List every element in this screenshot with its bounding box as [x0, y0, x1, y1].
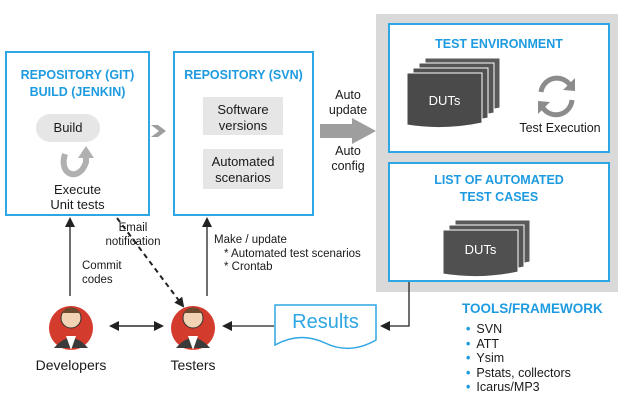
testers-label: Testers — [170, 357, 216, 373]
test-environment-title: TEST ENVIRONMENT — [435, 37, 563, 51]
test-cases-stack-icon — [442, 219, 531, 278]
repository-git-title: REPOSITORY (GIT) BUILD (JENKIN) — [5, 67, 150, 101]
duts-stack-icon — [406, 57, 501, 129]
make-update-line2: * Automated test scenarios — [224, 247, 361, 260]
results-label: Results — [292, 311, 359, 333]
auto-update-arrow-icon — [320, 118, 376, 144]
test-cases-title-line1: LIST OF AUTOMATED — [434, 173, 564, 187]
email-notification-arrow — [116, 217, 185, 308]
chevron-arrow-icon — [151, 125, 166, 137]
repository-svn-title: REPOSITORY (SVN) — [184, 68, 303, 82]
test-cases-title-line2: TEST CASES — [459, 190, 539, 204]
email-line2: notification — [105, 235, 161, 248]
repository-git-title-line1: REPOSITORY (GIT) — [20, 68, 135, 82]
commit-line2: codes — [82, 273, 113, 286]
software-versions-box: Software versions — [203, 97, 283, 135]
execute-unit-tests: Execute Unit tests — [5, 182, 150, 212]
build-label: Build — [53, 120, 83, 135]
execute-line2: Unit tests — [50, 197, 105, 212]
email-line1: Email — [118, 222, 148, 234]
test-cases-duts-label: DUTs — [464, 242, 497, 257]
test-execution-cycle-icon — [538, 75, 575, 118]
automated-scenarios-box: Automated scenarios — [203, 149, 283, 189]
automated-line1: Automated — [211, 154, 275, 169]
tester-avatar-icon — [171, 306, 215, 350]
tools-list: SVN ATT Ysim Pstats, collectors Icarus/M… — [466, 322, 616, 395]
auto-update-label: Auto update — [318, 88, 378, 118]
build-node: Build — [36, 114, 100, 142]
execute-line1: Execute — [54, 182, 101, 197]
tools-item-ysim: Ysim — [466, 351, 616, 366]
tools-item-icarus: Icarus/MP3 — [466, 380, 616, 395]
commit-codes-label: Commit codes — [82, 260, 142, 287]
developers-label: Developers — [35, 357, 107, 373]
results-connector-line — [380, 282, 410, 331]
make-update-line3: * Crontab — [224, 261, 273, 273]
tools-item-pstats: Pstats, collectors — [466, 366, 616, 381]
auto-config-label: Auto config — [318, 144, 378, 174]
automated-test-cases-title: LIST OF AUTOMATED TEST CASES — [388, 172, 610, 206]
automated-line2: scenarios — [215, 170, 271, 185]
repository-git-title-line2: BUILD (JENKIN) — [29, 85, 126, 99]
tools-item-svn: SVN — [466, 322, 616, 337]
make-update-label: Make / update * Automated test scenarios… — [214, 234, 384, 275]
auto-config-line2: config — [331, 159, 365, 173]
tools-item-att: ATT — [466, 337, 616, 352]
commit-line1: Commit — [82, 260, 122, 272]
u-turn-arrow-icon — [60, 146, 94, 178]
software-line1: Software — [217, 102, 269, 117]
test-environment-duts-label: DUTs — [428, 93, 461, 108]
email-notification-label: Email notification — [98, 222, 168, 249]
test-execution-label: Test Execution — [519, 121, 601, 135]
auto-config-line1: Auto — [335, 144, 361, 158]
software-line2: versions — [218, 118, 268, 133]
developer-avatar-icon — [49, 306, 93, 350]
auto-update-line2: update — [328, 103, 368, 117]
make-update-line1: Make / update — [214, 234, 287, 246]
tools-framework-title: TOOLS/FRAMEWORK — [462, 301, 603, 316]
results-document-shape — [274, 304, 377, 349]
auto-update-line1: Auto — [335, 88, 361, 102]
